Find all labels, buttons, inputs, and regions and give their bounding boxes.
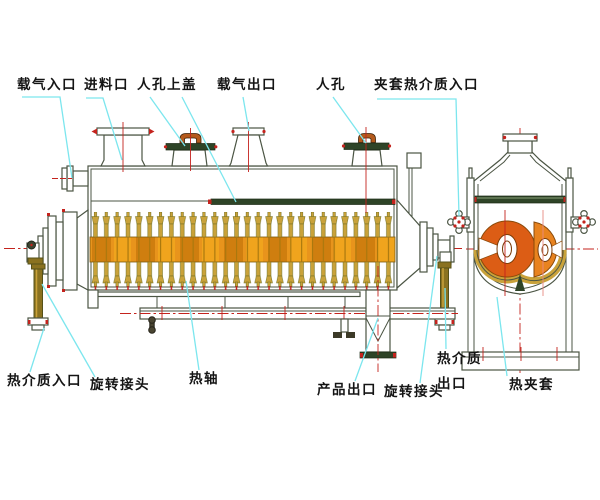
manhole-2-nozzle — [341, 127, 392, 213]
manhole-2-handle — [358, 133, 376, 143]
label-jacket-heat-medium-inlet: 夹套热介质入口 — [374, 77, 479, 93]
label-hot-shaft: 热轴 — [189, 371, 219, 387]
leader-heat-medium-outlet — [444, 287, 447, 350]
manhole-1-nozzle — [163, 128, 218, 171]
label-heat-medium-inlet: 热介质入口 — [7, 373, 82, 389]
paddles-top — [90, 212, 395, 237]
leader-top-cover — [181, 96, 237, 203]
heat-medium-outlet-pipe — [434, 267, 455, 331]
frame-pedestal — [333, 318, 355, 338]
heat-medium-inlet-pipe — [27, 263, 49, 331]
left-shaft-end — [26, 208, 89, 331]
leader-hot-jacket — [496, 296, 508, 377]
end-view — [446, 128, 598, 376]
leader-manhole-1 — [149, 96, 186, 147]
support-frame — [87, 289, 458, 338]
label-carrier-gas-inlet: 载气入口 — [17, 77, 77, 93]
jacket-inlet-fitting — [446, 210, 472, 235]
leader-heat-medium-inlet — [29, 327, 45, 373]
label-heat-medium-outlet-line2: 出口 — [437, 376, 467, 392]
manhole-1-handle — [179, 133, 202, 144]
label-manhole-1: 人孔 — [137, 77, 167, 93]
label-top-cover: 上盖 — [167, 77, 197, 93]
leader-hot-shaft — [185, 280, 200, 371]
leader-rotary-joint-right — [419, 255, 438, 384]
label-product-outlet: 产品出口 — [317, 382, 377, 398]
leader-product-outlet — [354, 317, 379, 382]
leader-feed-inlet — [86, 97, 123, 161]
manhole-2-cover — [343, 142, 390, 150]
paddle-discs — [478, 210, 563, 296]
rotary-joint-left — [26, 240, 44, 265]
jacket-outlet-fitting — [570, 210, 597, 235]
carrier-gas-inlet-flange — [52, 165, 89, 192]
end-view-stand — [461, 232, 580, 371]
trough-top-cover — [210, 198, 396, 205]
leader-manhole-2 — [332, 96, 367, 144]
leader-carrier-gas-outlet — [242, 96, 250, 132]
leader-rotary-joint-left — [41, 283, 96, 378]
frame-hanger — [148, 316, 156, 334]
leader-lines — [22, 96, 508, 384]
label-rotary-joint-right: 旋转接头 — [384, 384, 444, 400]
end-view-cover — [466, 167, 574, 233]
vessel-body — [87, 165, 398, 291]
label-manhole-2: 人孔 — [316, 77, 346, 93]
feed-inlet-nozzle — [91, 122, 155, 172]
label-heat-medium-outlet-line1: 热介质 — [437, 351, 482, 367]
rotary-joint-right — [437, 251, 452, 269]
leader-jacket-inlet — [377, 98, 460, 217]
label-rotary-joint-left: 旋转接头 — [90, 377, 150, 393]
label-hot-jacket: 热夹套 — [509, 377, 554, 393]
label-feed-inlet: 进料口 — [84, 77, 129, 93]
main-view — [4, 122, 462, 372]
label-carrier-gas-outlet: 载气出口 — [217, 77, 277, 93]
paddles-bottom — [90, 262, 395, 290]
end-view-neck-flange — [502, 133, 538, 142]
leader-carrier-gas-inlet — [22, 96, 73, 179]
